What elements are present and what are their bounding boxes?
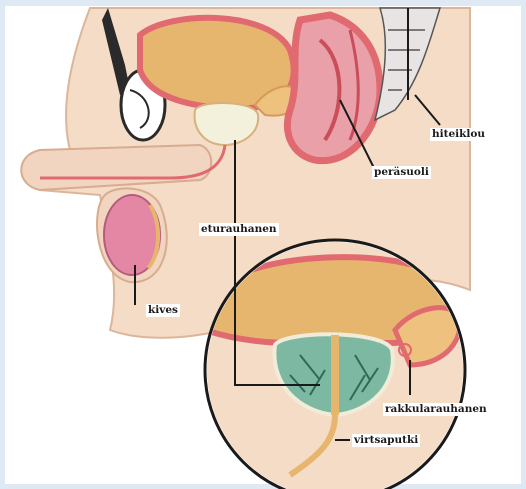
label-testis: kives <box>146 304 180 317</box>
label-vessel: hiteiklou <box>430 128 487 141</box>
label-prostate: eturauhanen <box>199 223 279 236</box>
rectum <box>287 15 380 161</box>
label-rectum: peräsuoli <box>372 166 431 179</box>
label-urethra: virtsaputki <box>352 434 420 447</box>
label-seminal-vesicle: rakkularauhanen <box>383 403 489 416</box>
